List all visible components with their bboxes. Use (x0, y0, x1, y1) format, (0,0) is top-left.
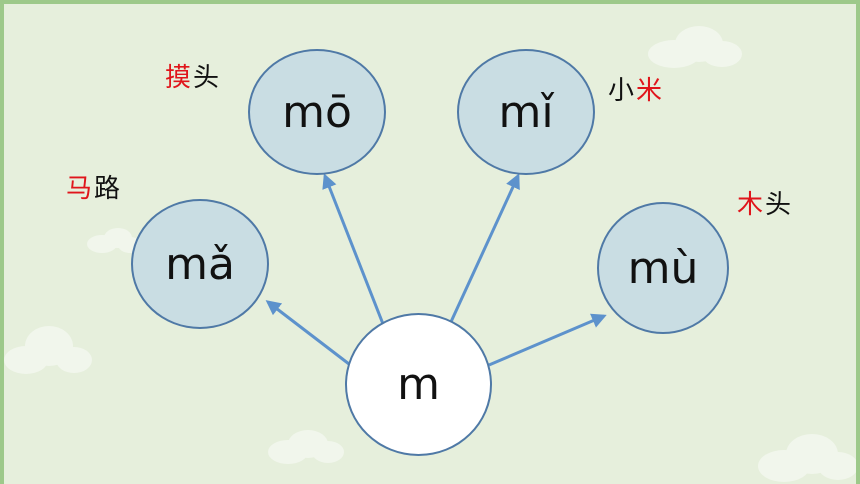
word-highlight-char: 摸 (165, 63, 194, 93)
arrow-to-ma (265, 300, 350, 366)
syllable-bubble-mi[interactable]: mǐ (457, 49, 595, 175)
word-rest-char: 头 (193, 63, 222, 93)
cloud-bottom-left (4, 326, 92, 374)
syllable-text: mō (282, 86, 352, 138)
arrow-to-mi (448, 173, 520, 325)
syllable-bubble-ma[interactable]: mǎ (131, 199, 269, 329)
syllable-bubble-mo[interactable]: mō (248, 49, 386, 175)
arrow-layer (265, 173, 607, 367)
slide-board: mō mǐ mǎ mù m 摸头 小米 马路 木头 (4, 4, 856, 484)
word-highlight-char: 木 (737, 190, 766, 220)
syllable-bubble-mu[interactable]: mù (597, 202, 729, 334)
syllable-text: mǐ (498, 86, 554, 138)
center-initial-bubble[interactable]: m (345, 313, 492, 456)
cloud-bottom-mid (268, 430, 344, 464)
syllable-text: mǎ (165, 238, 235, 290)
word-rest-char: 头 (765, 190, 794, 220)
word-plain-char: 小 (608, 76, 637, 106)
syllable-text: mù (627, 242, 699, 294)
word-highlight-char: 马 (66, 174, 95, 204)
word-label-xiaomi: 小米 (608, 70, 664, 107)
initial-text: m (397, 359, 440, 410)
word-highlight-char: 米 (636, 76, 665, 106)
word-label-motou: 摸头 (165, 57, 221, 94)
cloud-top-right (648, 26, 742, 68)
word-label-mutou: 木头 (737, 184, 793, 221)
arrow-to-mo (322, 173, 385, 325)
arrow-to-mu (488, 313, 607, 367)
word-label-malu: 马路 (66, 168, 122, 205)
cloud-bottom-right (758, 434, 856, 482)
word-rest-char: 路 (94, 174, 123, 204)
